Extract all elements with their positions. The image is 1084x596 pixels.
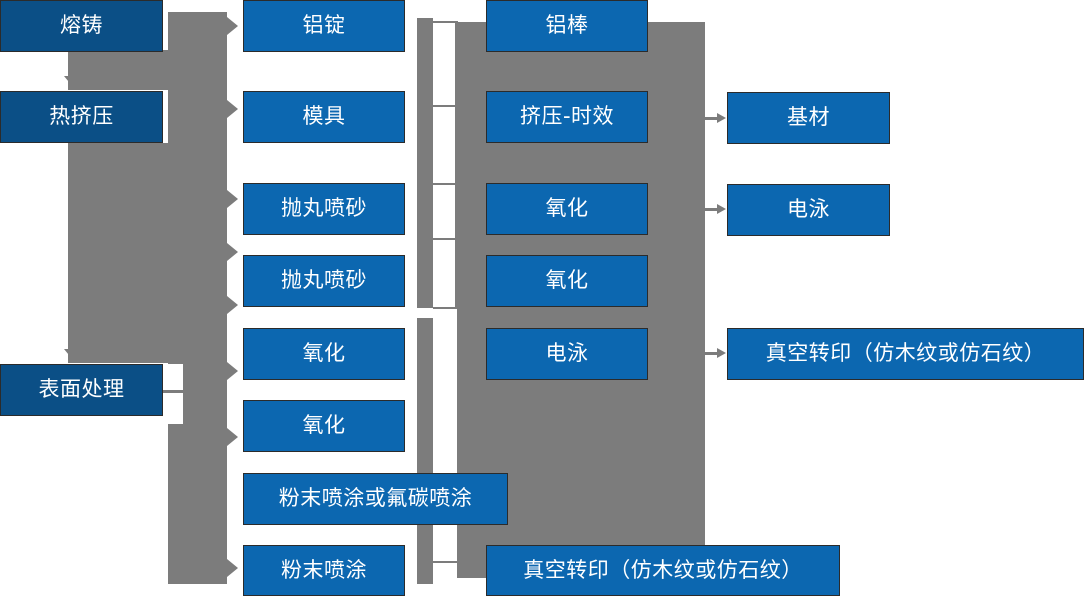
process-node-col2-row7-label: 粉末喷涂或氟碳喷涂 [278, 486, 473, 511]
process-node-col2-row5[interactable]: 氧化 [243, 328, 405, 380]
process-node-col3-row4-label: 氧化 [545, 268, 589, 293]
collector-stub-row2 [433, 105, 457, 107]
stage-node-surface-treatment-label: 表面处理 [38, 377, 125, 402]
collector-bar-left [417, 18, 433, 308]
collector-stub-vertical [455, 21, 458, 308]
stage-node-hot-extrusion[interactable]: 热挤压 [0, 91, 163, 143]
arrow-col2-row2 [227, 100, 238, 118]
process-node-col2-row1[interactable]: 铝锭 [243, 0, 405, 52]
output-node-col4-row3[interactable]: 电泳 [727, 184, 890, 236]
arrow-col2-row5 [227, 296, 238, 314]
stage-node-hot-extrusion-label: 热挤压 [49, 104, 114, 129]
output-node-col4-row2[interactable]: 基材 [727, 92, 890, 144]
process-node-col2-row2[interactable]: 模具 [243, 91, 405, 143]
arrow-col2-row7 [227, 428, 238, 446]
stage-node-surface-treatment[interactable]: 表面处理 [0, 364, 163, 416]
process-node-col2-row6[interactable]: 氧化 [243, 400, 405, 452]
process-node-col3-row5[interactable]: 电泳 [486, 328, 648, 380]
process-node-col3-row3[interactable]: 氧化 [486, 183, 648, 235]
arrow-col4-row5 [703, 348, 726, 358]
stage-flow-band-2 [68, 143, 178, 363]
collector-stub-row1 [433, 21, 457, 23]
process-node-col3-row4[interactable]: 氧化 [486, 255, 648, 307]
collector-stub-row5 [433, 307, 457, 309]
process-node-col2-row4-label: 抛丸喷砂 [281, 268, 367, 293]
arrow-col2-row3 [227, 190, 238, 208]
arrow-col4-row3 [703, 204, 726, 214]
arrow-col2-row6 [227, 362, 238, 380]
stage-flow-band [68, 50, 178, 90]
arrow-col2-row4 [227, 243, 238, 261]
process-node-col3-row2[interactable]: 挤压-时效 [486, 91, 648, 143]
stage-flow-arrow-2 [64, 349, 82, 360]
process-node-col2-row3[interactable]: 抛丸喷砂 [243, 183, 405, 235]
process-node-col2-row2-label: 模具 [302, 104, 346, 129]
process-node-col2-row3-label: 抛丸喷砂 [281, 196, 367, 221]
process-node-col3-row2-label: 挤压-时效 [519, 104, 615, 129]
process-node-col3-row1-label: 铝棒 [545, 13, 589, 38]
output-node-col4-row5[interactable]: 真空转印（仿木纹或仿石纹） [727, 328, 1084, 380]
collector-stub-row4 [433, 238, 457, 240]
process-node-col3-row8-label: 真空转印（仿木纹或仿石纹） [523, 557, 803, 582]
process-node-col3-row8[interactable]: 真空转印（仿木纹或仿石纹） [486, 545, 840, 596]
arrow-col2-row8 [227, 559, 238, 577]
process-node-col2-row8-label: 粉末喷涂 [281, 557, 367, 582]
collector-stub-row8 [433, 561, 457, 563]
process-node-col2-row4[interactable]: 抛丸喷砂 [243, 255, 405, 307]
process-node-col2-row7[interactable]: 粉末喷涂或氟碳喷涂 [243, 473, 508, 525]
process-node-col2-row6-label: 氧化 [302, 413, 346, 438]
surface-treatment-connector-stub [163, 390, 187, 393]
distribution-band-col2 [168, 12, 227, 584]
output-node-col4-row5-label: 真空转印（仿木纹或仿石纹） [765, 341, 1046, 366]
collector-bar-left-lower [417, 318, 433, 584]
band-notch-white [160, 364, 183, 424]
collector-stub-row3 [433, 183, 457, 185]
stage-node-melt-cast[interactable]: 熔铸 [0, 0, 163, 52]
stage-node-melt-cast-label: 熔铸 [60, 13, 103, 38]
output-node-col4-row2-label: 基材 [787, 105, 830, 130]
process-node-col2-row1-label: 铝锭 [302, 13, 346, 38]
arrow-col4-row2 [703, 113, 726, 123]
stage-flow-arrow-1 [64, 76, 82, 87]
process-node-col2-row8[interactable]: 粉末喷涂 [243, 545, 405, 596]
process-node-col3-row1[interactable]: 铝棒 [486, 0, 648, 52]
process-node-col3-row5-label: 电泳 [545, 341, 589, 366]
process-node-col2-row5-label: 氧化 [302, 341, 346, 366]
process-node-col3-row3-label: 氧化 [545, 196, 589, 221]
arrow-col2-row1 [227, 17, 238, 35]
output-node-col4-row3-label: 电泳 [787, 197, 830, 222]
